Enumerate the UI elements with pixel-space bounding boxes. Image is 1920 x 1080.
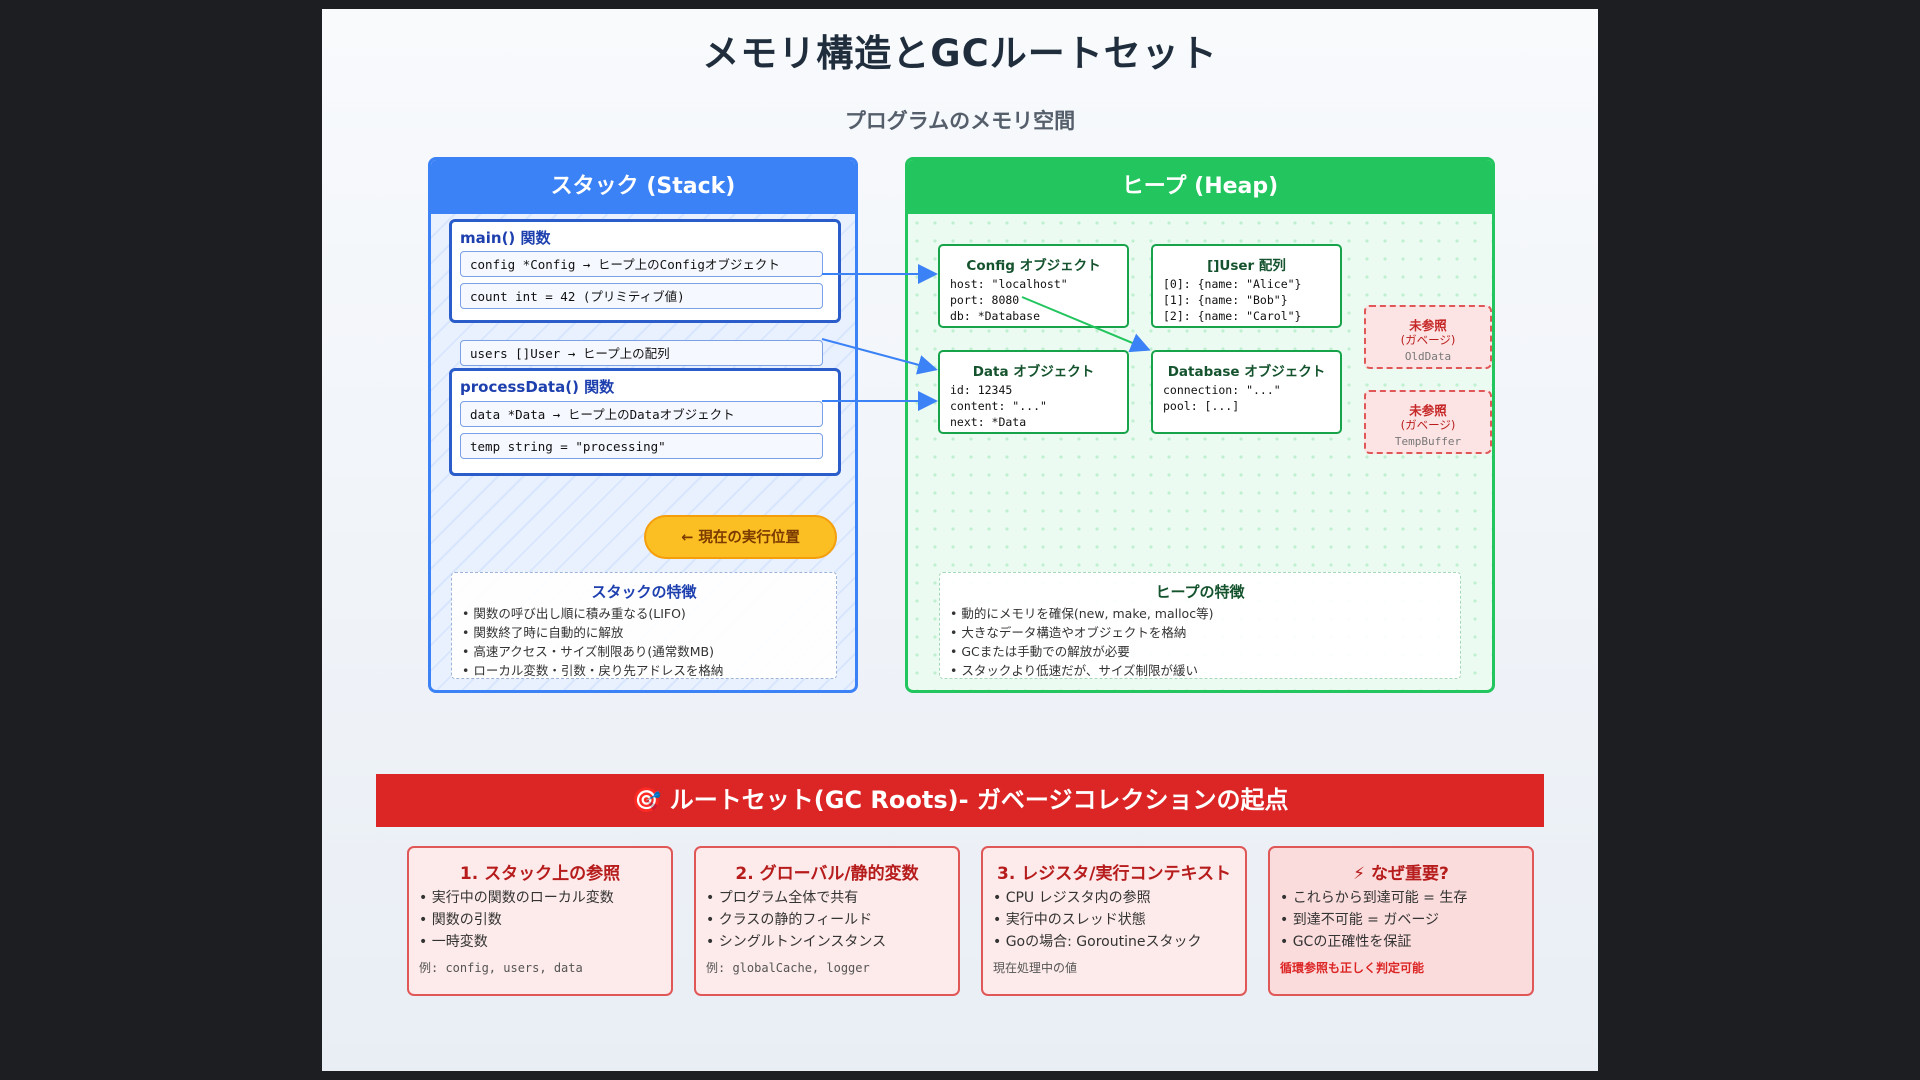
stack-features: スタックの特徴 • 関数の呼び出し順に積み重なる(LIFO) • 関数終了時に自… [451,572,837,679]
object-field: host: "localhost" [950,277,1068,291]
root-card-item: • クラスの静的フィールド [706,912,873,928]
root-card-title: 2. グローバル/静的変数 [735,864,919,884]
garbage-title: 未参照 [1409,403,1447,418]
main-frame: main() 関数 config *Config → ヒープ上のConfigオブ… [449,219,841,323]
stack-var: temp string = "processing" [460,433,823,459]
object-field: [2]: {name: "Carol"} [1163,309,1302,323]
stack-var: count int = 42 (プリミティブ値) [460,283,823,309]
garbage-title: 未参照 [1409,318,1447,333]
processdata-frame: processData() 関数 data *Data → ヒープ上のDataオ… [449,368,841,476]
root-card-title: ⚡ なぜ重要? [1353,864,1449,884]
gc-roots-banner: 🎯 ルートセット(GC Roots)- ガベージコレクションの起点 [376,774,1544,827]
root-card-note: 現在処理中の値 [993,961,1078,975]
data-object: Data オブジェクト id: 12345 content: "..." nex… [938,350,1129,434]
garbage-subtitle: (ガベージ) [1400,333,1456,347]
object-field: next: *Data [950,415,1027,429]
stack-features-title: スタックの特徴 [591,583,697,601]
object-field: port: 8080 [950,293,1020,307]
root-card-item: • Goの場合: Goroutineスタック [993,934,1202,950]
object-field: content: "..." [950,399,1047,413]
page-subtitle: プログラムのメモリ空間 [844,109,1076,133]
feature-item: • 動的にメモリを確保(new, make, malloc等) [950,606,1214,621]
database-object: Database オブジェクト connection: "..." pool: … [1151,350,1342,434]
root-card-item: • 到達不可能 = ガベージ [1280,912,1440,928]
root-card-item: • CPU レジスタ内の参照 [993,890,1151,906]
garbage-name: OldData [1404,350,1452,363]
object-field: db: *Database [950,309,1041,323]
object-field: [0]: {name: "Alice"} [1163,277,1302,291]
slide: メモリ構造とGCルートセット プログラムのメモリ空間 スタック (Stack) … [322,9,1598,1071]
root-card-registers: 3. レジスタ/実行コンテキスト • CPU レジスタ内の参照 • 実行中のスレ… [981,846,1247,996]
frame-title: processData() 関数 [460,378,615,396]
root-card-title: 1. スタック上の参照 [459,864,621,884]
root-card-note: 循環参照も正しく判定可能 [1280,961,1425,975]
feature-item: • GCまたは手動での解放が必要 [950,644,1130,659]
stack-header: スタック (Stack) [431,160,855,214]
heap-panel: ヒープ (Heap) Config オブジェクト host: "localhos… [905,157,1495,693]
garbage-tempbuffer: 未参照 (ガベージ) TempBuffer [1364,390,1492,454]
feature-item: • スタックより低速だが、サイズ制限が緩い [950,663,1198,678]
stack-var: users []User → ヒープ上の配列 [460,340,823,366]
object-field: [1]: {name: "Bob"} [1163,293,1288,307]
feature-item: • 大きなデータ構造やオブジェクトを格納 [950,625,1187,640]
root-card-item: • 関数の引数 [419,912,502,928]
heap-features-title: ヒープの特徴 [1155,583,1245,601]
object-title: Config オブジェクト [966,258,1101,274]
root-card-item: • 一時変数 [419,934,488,950]
frame-title: main() 関数 [460,229,551,247]
stack-var: config *Config → ヒープ上のConfigオブジェクト [460,251,823,277]
root-card-why-important: ⚡ なぜ重要? • これらから到達可能 = 生存 • 到達不可能 = ガベージ … [1268,846,1534,996]
garbage-name: TempBuffer [1394,435,1462,448]
feature-item: • 関数の呼び出し順に積み重なる(LIFO) [462,606,686,621]
object-field: connection: "..." [1163,383,1281,397]
object-field: id: 12345 [950,383,1013,397]
object-title: Database オブジェクト [1167,364,1326,380]
root-card-note: 例: config, users, data [419,961,583,975]
object-title: []User 配列 [1207,258,1286,274]
page-title: メモリ構造とGCルートセット [702,32,1218,75]
stack-var: data *Data → ヒープ上のDataオブジェクト [460,401,823,427]
root-card-item: • 実行中のスレッド状態 [993,912,1146,928]
config-object: Config オブジェクト host: "localhost" port: 80… [938,244,1129,328]
user-array-object: []User 配列 [0]: {name: "Alice"} [1]: {nam… [1151,244,1342,328]
root-card-stack-refs: 1. スタック上の参照 • 実行中の関数のローカル変数 • 関数の引数 • 一時… [407,846,673,996]
garbage-olddata: 未参照 (ガベージ) OldData [1364,305,1492,369]
heap-features: ヒープの特徴 • 動的にメモリを確保(new, make, malloc等) •… [939,572,1461,679]
heap-header: ヒープ (Heap) [908,160,1492,214]
root-card-item: • シングルトンインスタンス [706,934,887,950]
root-card-item: • 実行中の関数のローカル変数 [419,890,614,906]
garbage-subtitle: (ガベージ) [1400,418,1456,432]
stack-panel: スタック (Stack) main() 関数 config *Config → … [428,157,858,693]
feature-item: • ローカル変数・引数・戻り先アドレスを格納 [462,663,724,678]
root-card-item: • プログラム全体で共有 [706,890,859,906]
root-card-item: • GCの正確性を保証 [1280,934,1412,950]
root-card-globals: 2. グローバル/静的変数 • プログラム全体で共有 • クラスの静的フィールド… [694,846,960,996]
current-execution-badge: ← 現在の実行位置 [644,515,837,559]
feature-item: • 高速アクセス・サイズ制限あり(通常数MB) [462,644,714,659]
feature-item: • 関数終了時に自動的に解放 [462,625,624,640]
root-card-item: • これらから到達可能 = 生存 [1280,890,1468,906]
root-card-note: 例: globalCache, logger [706,961,870,975]
object-field: pool: [...] [1163,399,1240,413]
root-card-title: 3. レジスタ/実行コンテキスト [997,864,1231,884]
object-title: Data オブジェクト [972,364,1095,380]
